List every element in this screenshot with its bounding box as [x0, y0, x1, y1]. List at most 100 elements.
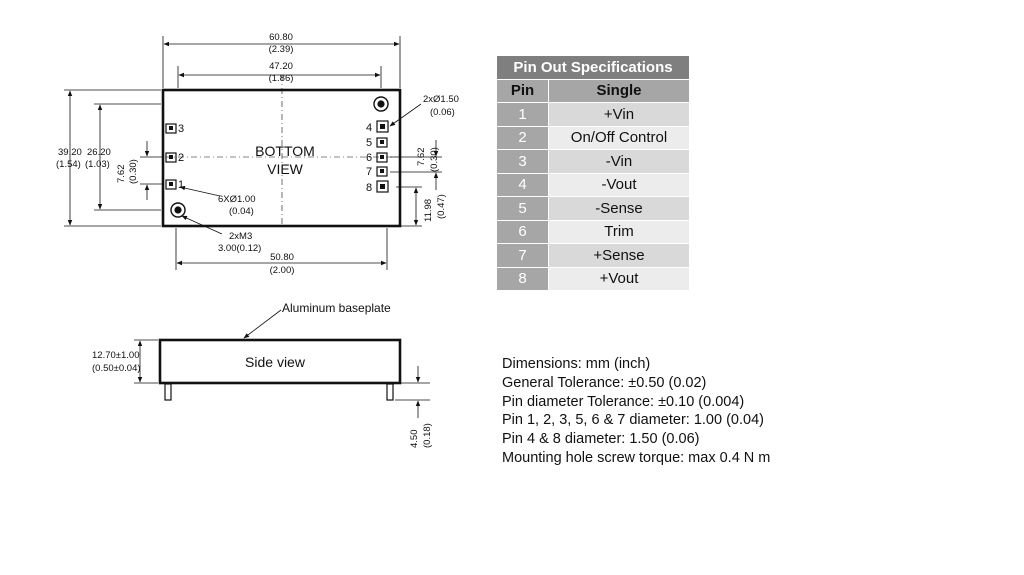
- dimension-mount-spacing: 50.80 (2.00): [175, 228, 388, 276]
- pin-number: 4: [366, 122, 372, 134]
- module-outline-side: [158, 338, 402, 385]
- table-row: 7+Sense: [496, 243, 690, 268]
- svg-text:4.50: 4.50: [409, 430, 420, 449]
- function-cell: +Vin: [548, 102, 690, 127]
- pin-cell: 7: [496, 243, 549, 268]
- svg-text:7.62: 7.62: [116, 165, 127, 184]
- right-pin-6: [376, 152, 388, 163]
- pin-number: 1: [178, 179, 184, 191]
- svg-text:12.70±1.00: 12.70±1.00: [92, 350, 139, 361]
- note-line: Pin 4 & 8 diameter: 1.50 (0.06): [502, 431, 700, 448]
- svg-text:(2.39): (2.39): [269, 44, 294, 55]
- svg-text:6XØ1.00: 6XØ1.00: [218, 194, 256, 205]
- svg-text:50.80: 50.80: [270, 252, 294, 263]
- pin-out-table: Pin Out Specifications Pin Single 1+Vin …: [496, 55, 690, 291]
- svg-text:(0.50±0.04): (0.50±0.04): [92, 363, 141, 374]
- pin-number: 3: [178, 123, 184, 135]
- function-cell: +Sense: [548, 243, 690, 268]
- dimension-pin-length: 4.50 (0.18): [395, 366, 433, 448]
- svg-text:(0.18): (0.18): [422, 423, 433, 448]
- table-title: Pin Out Specifications: [496, 55, 690, 80]
- pin-cell: 3: [496, 149, 549, 174]
- svg-text:(0.30): (0.30): [429, 147, 440, 172]
- pin-number: 5: [366, 137, 372, 149]
- note-line: Mounting hole screw torque: max 0.4 N m: [502, 449, 771, 466]
- module-outline-bottom: [161, 88, 402, 228]
- pin-number: 7: [366, 166, 372, 178]
- svg-text:11.98: 11.98: [423, 199, 434, 222]
- table-row: 4-Vout: [496, 172, 690, 197]
- pin-cell: 8: [496, 266, 549, 291]
- pin-cell: 1: [496, 102, 549, 127]
- function-cell: Trim: [548, 219, 690, 244]
- column-header-pin: Pin: [496, 78, 549, 103]
- svg-text:Aluminum baseplate: Aluminum baseplate: [282, 301, 391, 315]
- svg-text:60.80: 60.80: [269, 32, 293, 43]
- pin-number: 2: [178, 152, 184, 164]
- function-cell: +Vout: [548, 266, 690, 291]
- svg-text:3.00(0.12): 3.00(0.12): [218, 243, 261, 254]
- svg-text:2xØ1.50: 2xØ1.50: [423, 94, 459, 105]
- right-pin-8: [376, 180, 389, 193]
- svg-text:2xM3: 2xM3: [229, 231, 252, 242]
- svg-text:(0.47): (0.47): [436, 194, 447, 219]
- svg-text:7.62: 7.62: [416, 148, 427, 167]
- svg-text:(0.30): (0.30): [128, 159, 139, 184]
- dimension-overall-width: 60.80 (2.39): [162, 32, 401, 88]
- function-cell: -Sense: [548, 196, 690, 221]
- mounting-hole: [170, 202, 186, 218]
- table-row: 8+Vout: [496, 266, 690, 291]
- callout-big-pin: 2xØ1.50 (0.06): [389, 94, 459, 127]
- svg-text:39.20: 39.20: [58, 147, 82, 158]
- pin-cell: 5: [496, 196, 549, 221]
- svg-text:(1.54): (1.54): [56, 159, 81, 170]
- pin-cell: 4: [496, 172, 549, 197]
- callout-mount-thread: 2xM3 3.00(0.12): [181, 215, 261, 254]
- pin-cell: 2: [496, 125, 549, 150]
- bottom-view-label: BOTTOM: [255, 143, 315, 159]
- svg-text:(0.06): (0.06): [430, 107, 455, 118]
- dimension-inner-width: 47.20 (1.86): [177, 61, 382, 88]
- table-row: 3-Vin: [496, 149, 690, 174]
- dimension-heights: 39.20 26.20 (1.54) (1.03): [56, 89, 161, 227]
- note-line: Pin diameter Tolerance: ±0.10 (0.004): [502, 393, 745, 410]
- right-pin-4: [376, 120, 389, 133]
- pin-number: 6: [366, 152, 372, 164]
- callout-baseplate: Aluminum baseplate: [243, 301, 391, 339]
- side-view: Side view Aluminum baseplate 12.70±1.00 …: [92, 301, 433, 448]
- dimension-pin-pitch-left: 7.62 (0.30): [116, 141, 164, 200]
- side-pin-right: [386, 383, 394, 401]
- svg-text:(2.00): (2.00): [270, 265, 295, 276]
- left-pin-2: [165, 152, 177, 163]
- pin-cell: 6: [496, 219, 549, 244]
- side-view-label: Side view: [245, 354, 306, 370]
- dimension-pin-pitch-right: 7.62 (0.30) 11.98 (0.47): [390, 140, 447, 227]
- right-pin-5: [376, 137, 388, 148]
- dimension-side-height: 12.70±1.00 (0.50±0.04): [92, 339, 158, 384]
- table-row: 1+Vin: [496, 102, 690, 127]
- function-cell: -Vout: [548, 172, 690, 197]
- mounting-hole: [373, 96, 389, 112]
- svg-text:47.20: 47.20: [269, 61, 293, 72]
- bottom-view: BOTTOM VIEW 3 2 1: [56, 32, 459, 276]
- right-pin-7: [376, 166, 388, 177]
- function-cell: On/Off Control: [548, 125, 690, 150]
- side-pin-left: [164, 383, 172, 401]
- svg-text:(1.03): (1.03): [85, 159, 110, 170]
- bottom-view-label: VIEW: [267, 161, 304, 177]
- spec-notes: Dimensions: mm (inch) General Tolerance:…: [502, 355, 770, 468]
- left-pin-3: [165, 123, 177, 134]
- callout-small-pin: 6XØ1.00 (0.04): [179, 185, 256, 217]
- svg-text:(1.86): (1.86): [269, 73, 294, 84]
- column-header-single: Single: [548, 78, 690, 103]
- svg-text:26.20: 26.20: [87, 147, 111, 158]
- svg-text:(0.04): (0.04): [229, 206, 254, 217]
- table-row: 5-Sense: [496, 196, 690, 221]
- pin-number: 8: [366, 182, 372, 194]
- note-line: Pin 1, 2, 3, 5, 6 & 7 diameter: 1.00 (0.…: [502, 412, 764, 429]
- function-cell: -Vin: [548, 149, 690, 174]
- left-pin-1: [165, 179, 177, 190]
